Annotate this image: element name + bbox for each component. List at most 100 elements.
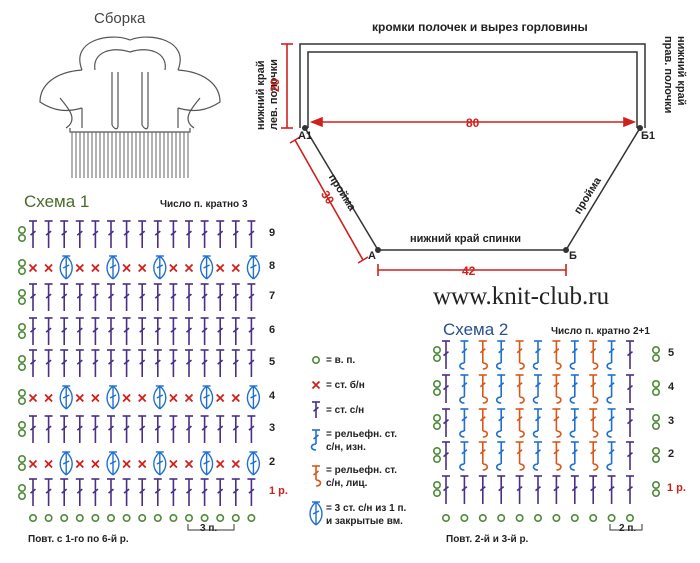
dc-stitch-symbol bbox=[460, 475, 469, 504]
dc-stitch-symbol bbox=[200, 415, 209, 443]
dc-stitch-symbol bbox=[138, 283, 147, 311]
chain-stitch-symbol bbox=[432, 480, 441, 489]
dc-stitch-symbol bbox=[138, 415, 147, 443]
relief-front-symbol bbox=[515, 340, 525, 370]
relief-back-symbol bbox=[532, 340, 542, 370]
chain-stitch-symbol bbox=[75, 513, 84, 522]
chain-stitch-symbol bbox=[441, 513, 450, 522]
chain-stitch-symbol bbox=[17, 491, 26, 500]
dc-stitch-symbol bbox=[29, 478, 37, 506]
relief-front-symbol bbox=[515, 374, 525, 404]
dc-stitch-symbol bbox=[200, 478, 209, 506]
chain-stitch-symbol bbox=[231, 513, 240, 522]
relief-back-symbol bbox=[310, 429, 320, 451]
chain-stitch-symbol bbox=[311, 355, 320, 364]
dc-stitch-symbol bbox=[29, 283, 37, 311]
chain-stitch-symbol bbox=[44, 513, 53, 522]
dc-stitch-symbol bbox=[122, 478, 131, 506]
sc-stitch-symbol bbox=[231, 393, 240, 403]
dc-stitch-symbol bbox=[44, 349, 53, 377]
dc-stitch-symbol bbox=[29, 415, 37, 443]
scheme1-row-label: 2 bbox=[269, 456, 276, 468]
sc-stitch-symbol bbox=[122, 263, 131, 273]
scheme2-repeat-note: Повт. 2-й и 3-й р. bbox=[446, 534, 529, 545]
dc-stitch-symbol bbox=[44, 317, 53, 345]
cluster-stitch-symbol bbox=[309, 501, 323, 526]
relief-front-symbol bbox=[478, 374, 489, 404]
chain-stitch-symbol bbox=[651, 387, 660, 396]
chain-stitch-symbol bbox=[17, 296, 26, 305]
sc-stitch-symbol bbox=[184, 263, 194, 273]
dc-stitch-symbol bbox=[60, 283, 69, 311]
dc-stitch-symbol bbox=[107, 317, 115, 345]
dc-stitch-symbol bbox=[138, 349, 147, 377]
cluster-stitch-symbol bbox=[59, 385, 73, 410]
sc-stitch-symbol bbox=[91, 263, 100, 273]
dc-stitch-symbol bbox=[75, 415, 84, 443]
chain-stitch-symbol bbox=[17, 483, 26, 492]
relief-back-symbol bbox=[606, 441, 616, 471]
chain-stitch-symbol bbox=[247, 513, 256, 522]
scheme1-repeat-width: 3 п. bbox=[200, 523, 218, 534]
dc-stitch-symbol bbox=[91, 415, 100, 443]
dc-stitch-symbol bbox=[75, 349, 84, 377]
dc-stitch-symbol bbox=[478, 475, 487, 504]
chain-stitch-symbol bbox=[17, 354, 26, 363]
dc-stitch-symbol bbox=[200, 349, 209, 377]
relief-back-symbol bbox=[606, 408, 616, 438]
cluster-stitch-symbol bbox=[153, 255, 167, 280]
sc-stitch-symbol bbox=[169, 263, 178, 273]
scheme2-row-label: 2 bbox=[668, 448, 675, 460]
relief-back-symbol bbox=[495, 340, 506, 370]
dc-stitch-symbol bbox=[247, 317, 256, 345]
scheme2-multiple: Число п. кратно 2+1 bbox=[551, 326, 650, 337]
dc-stitch-symbol bbox=[626, 475, 634, 504]
armhole-right-label: пройма bbox=[572, 175, 604, 217]
dc-stitch-symbol bbox=[169, 317, 178, 345]
legend-entry-text: = ст. б/н bbox=[326, 380, 365, 391]
chain-stitch-symbol bbox=[169, 513, 178, 522]
dc-stitch-symbol bbox=[231, 349, 240, 377]
sc-stitch-symbol bbox=[122, 459, 131, 469]
chain-stitch-symbol bbox=[651, 488, 660, 497]
relief-front-symbol bbox=[589, 441, 599, 471]
relief-back-symbol bbox=[495, 374, 506, 404]
scheme1-row-label: 9 bbox=[269, 227, 276, 239]
scheme1-row-label: 3 bbox=[269, 422, 276, 434]
dc-stitch-symbol bbox=[75, 283, 84, 311]
relief-back-symbol bbox=[459, 408, 469, 438]
dc-stitch-symbol bbox=[169, 415, 178, 443]
legend-entry-text: = ст. с/н bbox=[326, 405, 365, 416]
scheme1-row-label: 4 bbox=[269, 390, 276, 402]
dc-stitch-symbol bbox=[91, 220, 100, 248]
dc-stitch-symbol bbox=[153, 220, 162, 248]
relief-front-symbol bbox=[312, 465, 322, 487]
sc-stitch-symbol bbox=[184, 393, 194, 403]
dc-stitch-symbol bbox=[216, 317, 225, 345]
relief-front-symbol bbox=[589, 374, 599, 404]
dc-stitch-symbol bbox=[122, 349, 131, 377]
relief-back-symbol bbox=[459, 374, 469, 404]
dc-stitch-symbol bbox=[60, 220, 69, 248]
scheme1-row-label: 7 bbox=[269, 290, 276, 302]
sc-stitch-symbol bbox=[44, 459, 53, 469]
chain-stitch-symbol bbox=[17, 388, 26, 397]
chain-stitch-symbol bbox=[625, 513, 634, 522]
chain-stitch-symbol bbox=[17, 226, 26, 235]
dc-stitch-symbol bbox=[312, 401, 320, 418]
relief-back-symbol bbox=[532, 374, 542, 404]
relief-front-symbol bbox=[552, 408, 562, 438]
chain-stitch-symbol bbox=[533, 513, 542, 522]
dc-stitch-symbol bbox=[169, 283, 178, 311]
cluster-stitch-symbol bbox=[246, 451, 261, 476]
dc-stitch-symbol bbox=[247, 349, 256, 377]
dc-stitch-symbol bbox=[122, 220, 131, 248]
chain-stitch-symbol bbox=[432, 446, 441, 455]
chain-stitch-symbol bbox=[589, 513, 598, 522]
chain-stitch-symbol bbox=[432, 379, 441, 388]
dc-stitch-symbol bbox=[153, 349, 162, 377]
dc-stitch-symbol bbox=[534, 475, 542, 504]
point-a1-label: А1 bbox=[298, 130, 313, 142]
scheme2-repeat-width: 2 п. bbox=[619, 523, 637, 534]
chain-stitch-symbol bbox=[107, 513, 116, 522]
